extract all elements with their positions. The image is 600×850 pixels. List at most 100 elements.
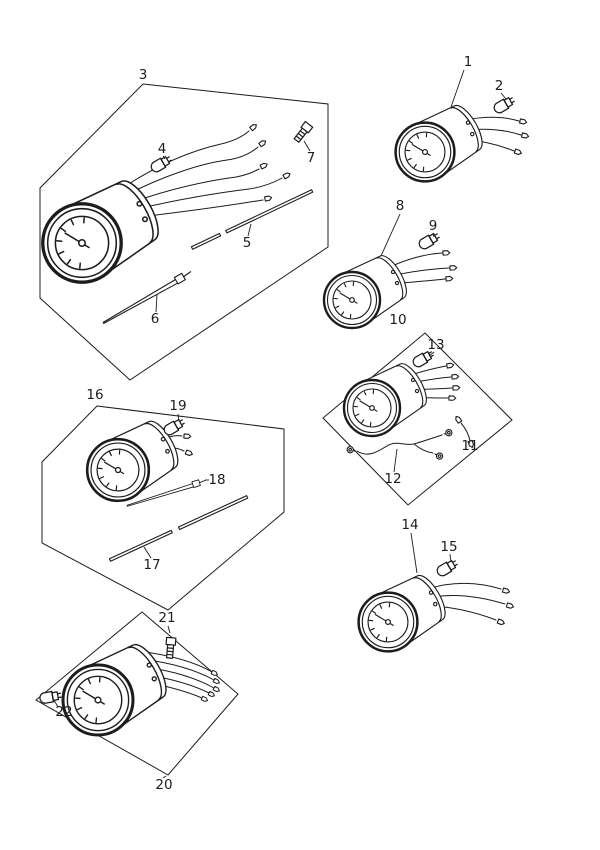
callout-9: 9 xyxy=(429,218,438,234)
callout-8: 8 xyxy=(396,198,405,214)
connector-lead-11 xyxy=(453,414,475,449)
wire-terminal xyxy=(505,602,515,610)
callout-22: 22 xyxy=(55,704,72,720)
callout-4: 4 xyxy=(158,141,167,157)
callout-14: 14 xyxy=(401,517,418,533)
callout-20: 20 xyxy=(155,777,172,793)
meter-gauge-1 xyxy=(394,104,484,183)
group-16-outline xyxy=(41,405,285,611)
bulb-9 xyxy=(416,230,442,252)
callout-labels: 1 2 3 4 5 6 7 8 9 10 11 12 13 14 15 16 1… xyxy=(55,54,503,793)
ring-terminal xyxy=(433,450,445,461)
leader-lines xyxy=(53,69,507,779)
ring-terminal xyxy=(442,428,454,438)
wire-terminal xyxy=(453,414,463,424)
wire-terminal xyxy=(259,161,269,170)
bulb-15 xyxy=(434,557,460,579)
leader-callout-21 xyxy=(167,625,171,634)
leader-callout-11 xyxy=(468,440,471,445)
wire-terminal xyxy=(183,433,192,440)
wire-terminal xyxy=(210,669,219,677)
meter-gauge-10 xyxy=(342,362,428,438)
meter-gauge-20 xyxy=(61,643,168,737)
callout-6: 6 xyxy=(151,311,160,327)
wire-terminal xyxy=(501,587,511,595)
group-meter-set-10 xyxy=(322,332,513,506)
bulb-2 xyxy=(491,94,517,116)
wire-terminal xyxy=(449,264,458,271)
wire-terminal xyxy=(520,132,530,140)
callout-11: 11 xyxy=(461,438,478,454)
wire-terminal xyxy=(282,171,292,180)
wire-terminal xyxy=(452,384,461,391)
leader-callout-9 xyxy=(432,232,435,238)
leader-callout-19 xyxy=(177,413,180,422)
callout-17: 17 xyxy=(143,557,160,573)
tube-5 xyxy=(190,189,314,250)
group-20-outline xyxy=(35,611,239,776)
wire-terminal xyxy=(519,118,528,126)
sensor-plug-21 xyxy=(164,636,177,659)
callout-16: 16 xyxy=(86,387,103,403)
wire-terminal xyxy=(442,249,451,256)
callout-1: 1 xyxy=(464,54,473,70)
leader-callout-5 xyxy=(247,223,252,237)
callout-7: 7 xyxy=(307,150,316,166)
leader-callout-8 xyxy=(380,213,401,257)
wire-terminal xyxy=(496,618,506,627)
bulb-22 xyxy=(38,689,63,705)
wire-terminal xyxy=(258,138,268,148)
callout-2: 2 xyxy=(495,78,504,94)
callout-12: 12 xyxy=(384,471,401,487)
callout-19: 19 xyxy=(169,398,186,414)
bulb-19 xyxy=(161,416,187,438)
group-3-outline xyxy=(39,83,329,381)
wire-terminal xyxy=(212,677,221,686)
group-meter-8 xyxy=(322,230,458,330)
group-meter-set-20 xyxy=(35,611,239,776)
wire-terminal xyxy=(212,685,221,694)
meter-gauge-14 xyxy=(357,574,447,653)
leader-callout-22 xyxy=(53,699,59,708)
cable-tie-6 xyxy=(100,268,194,326)
group-meter-1 xyxy=(394,94,530,183)
leader-callout-17 xyxy=(143,546,152,559)
sensor-plug-7 xyxy=(292,120,314,144)
leader-callout-6 xyxy=(155,293,158,313)
wire-terminal xyxy=(445,275,454,282)
wire-terminal xyxy=(200,695,209,703)
meter-gauge-3 xyxy=(41,179,160,284)
leader-callout-14 xyxy=(410,532,418,574)
wire-terminal xyxy=(448,395,457,401)
callout-18: 18 xyxy=(208,472,225,488)
leader-callout-1 xyxy=(450,69,465,108)
wire-terminal xyxy=(207,690,216,699)
leader-callout-13 xyxy=(428,351,435,357)
wire-terminal xyxy=(184,449,194,457)
wire-terminal xyxy=(513,148,523,156)
leader-callout-20 xyxy=(162,775,167,779)
wire-terminal xyxy=(451,373,460,380)
tube-17 xyxy=(108,495,249,562)
callout-21: 21 xyxy=(158,610,175,626)
group-meter-14 xyxy=(357,557,515,653)
leader-callout-15 xyxy=(449,553,452,563)
group-meter-set-16 xyxy=(41,405,285,611)
wire-harness-12 xyxy=(345,428,454,461)
wire-terminal xyxy=(249,122,259,132)
callout-10: 10 xyxy=(389,312,406,328)
leader-callout-7 xyxy=(303,140,311,152)
leader-callout-4 xyxy=(162,155,166,160)
bulb-4 xyxy=(148,153,174,175)
callout-13: 13 xyxy=(427,337,444,353)
callout-5: 5 xyxy=(243,235,252,251)
wire-terminal xyxy=(446,362,455,369)
wire-terminal xyxy=(264,194,273,202)
leader-callout-2 xyxy=(500,92,507,100)
leader-callout-12 xyxy=(393,448,398,473)
meter-gauge-16 xyxy=(85,419,180,503)
group-meter-set-3 xyxy=(39,83,329,381)
callout-3: 3 xyxy=(139,67,148,83)
